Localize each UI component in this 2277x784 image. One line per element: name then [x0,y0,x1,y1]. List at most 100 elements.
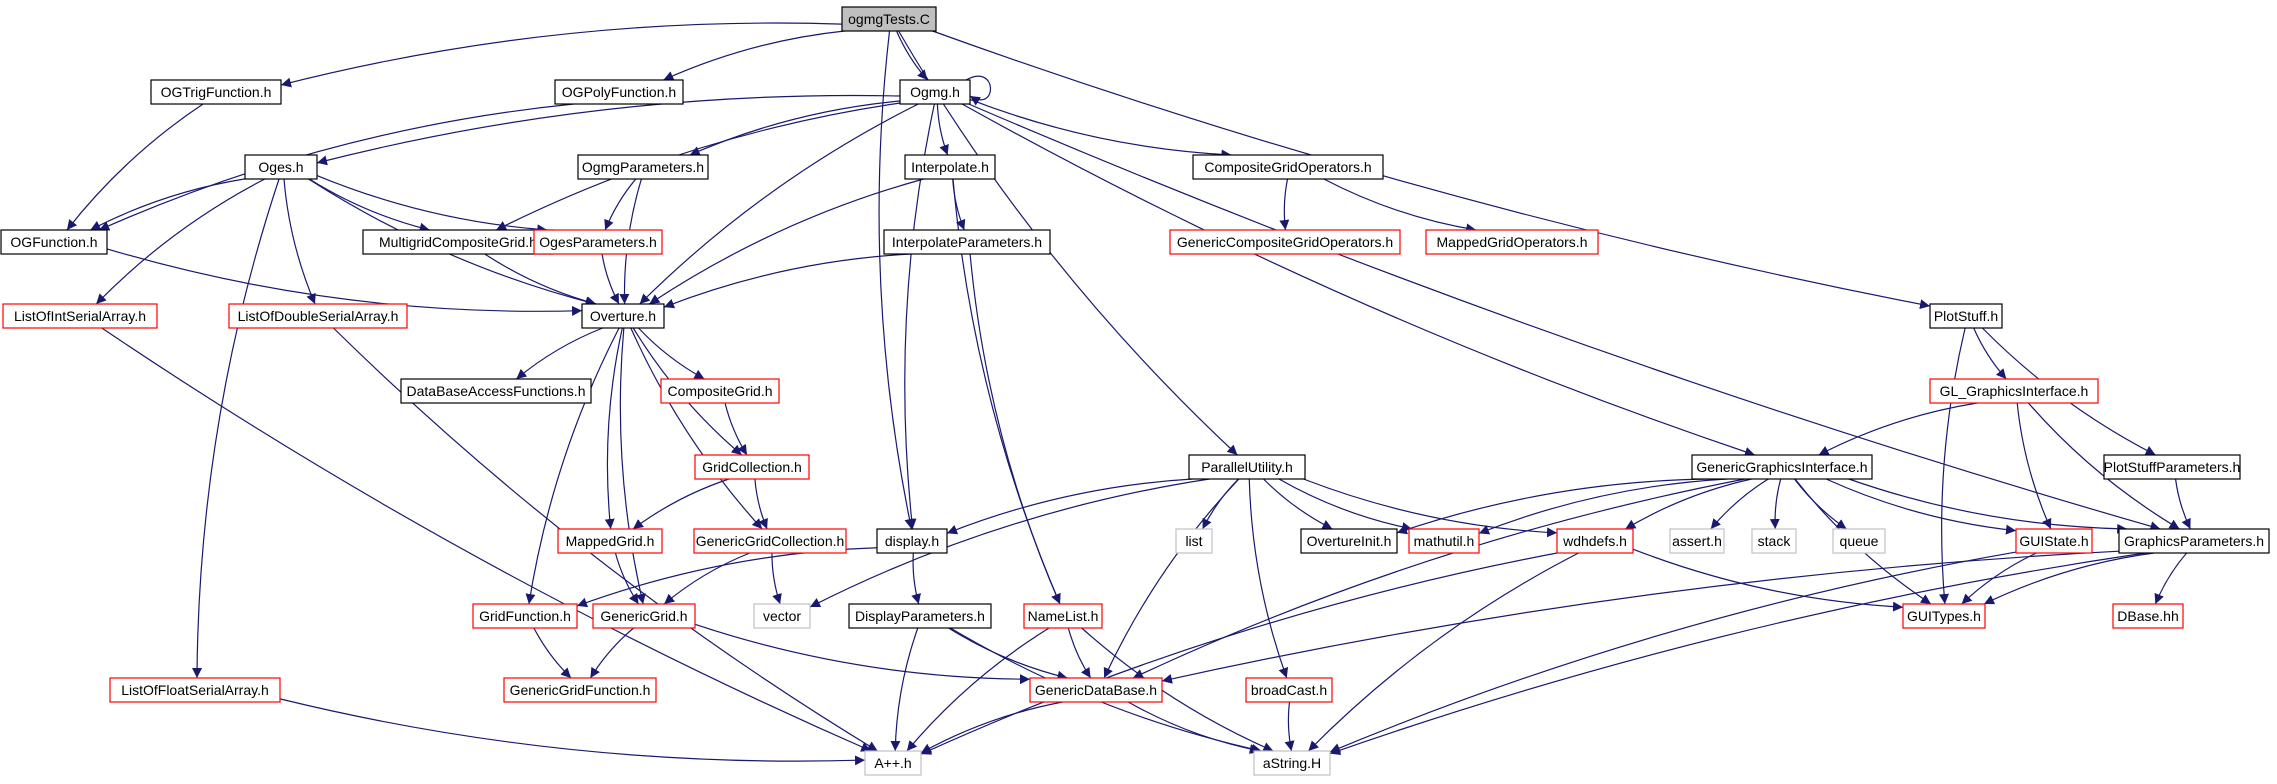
node-label: PlotStuffParameters.h [2104,459,2241,475]
node-Interpolate[interactable]: Interpolate.h [904,154,996,180]
node-GenericCompositeGridOperators[interactable]: GenericCompositeGridOperators.h [1169,229,1401,255]
node-box [2118,528,2270,554]
node-box [904,154,996,180]
node-box [1300,528,1398,554]
edge-ParallelUtility-to-vector [809,478,1210,608]
edge-ListOfIntSerialArray-to-Aplusplus [101,327,872,752]
node-ListOfDoubleSerialArray[interactable]: ListOfDoubleSerialArray.h [228,303,408,329]
node-GL_GraphicsInterface[interactable]: GL_GraphicsInterface.h [1929,378,2099,404]
node-box [1832,528,1886,554]
edge-ParallelUtility-to-display [946,478,1193,535]
node-GenericGraphicsInterface[interactable]: GenericGraphicsInterface.h [1691,454,1873,480]
node-PlotStuff[interactable]: PlotStuff.h [1929,303,2003,329]
node-aString[interactable]: aString.H [1253,750,1331,776]
edge-Ogmg-to-Oges [316,94,901,166]
node-box [472,603,578,629]
node-queue[interactable]: queue [1832,528,1886,554]
node-OGTrigFunction[interactable]: OGTrigFunction.h [150,79,282,105]
node-Ogmg[interactable]: Ogmg.h [899,79,971,105]
node-MultigridCompositeGrid[interactable]: MultigridCompositeGrid.h [362,229,554,255]
node-ListOfIntSerialArray[interactable]: ListOfIntSerialArray.h [2,303,158,329]
node-GenericGridCollection[interactable]: GenericGridCollection.h [693,528,847,554]
node-DBase[interactable]: DBase.hh [2112,603,2184,629]
node-ParallelUtility[interactable]: ParallelUtility.h [1188,454,1306,480]
node-ListOfFloatSerialArray[interactable]: ListOfFloatSerialArray.h [109,677,281,703]
edge-InterpolateParameters-to-Overture [663,253,912,309]
node-display[interactable]: display.h [876,528,948,554]
node-mathutil[interactable]: mathutil.h [1408,528,1480,554]
edge-Overture-to-CompositeGrid [638,327,705,380]
node-label: GL_GraphicsInterface.h [1940,383,2089,399]
edge-Ogmg-to-GraphicsParameters [968,103,2161,532]
node-MappedGrid[interactable]: MappedGrid.h [557,528,663,554]
edge-CompositeGridOperators-to-GenericCompositeGridOperators [1279,178,1290,231]
edge-GUIState-to-aString [1329,551,2017,753]
node-GUIState[interactable]: GUIState.h [2015,528,2093,554]
node-box [592,603,696,629]
edge-GraphicsParameters-to-GenericDataBase [1161,550,2120,684]
node-box [1669,528,1725,554]
node-box [883,229,1051,255]
node-GraphicsParameters[interactable]: GraphicsParameters.h [2118,528,2270,554]
node-box [1023,603,1103,629]
node-wdhdefs[interactable]: wdhdefs.h [1556,528,1634,554]
node-OGPolyFunction[interactable]: OGPolyFunction.h [554,79,684,105]
node-GridCollection[interactable]: GridCollection.h [694,454,810,480]
node-label: Oges.h [258,159,303,175]
node-MappedGridOperators[interactable]: MappedGridOperators.h [1425,229,1599,255]
node-GridFunction[interactable]: GridFunction.h [472,603,578,629]
edge-CompositeGridOperators-to-MappedGridOperators [1323,178,1477,234]
node-OgmgParameters[interactable]: OgmgParameters.h [577,154,709,180]
node-box [1245,677,1333,703]
node-box [1253,750,1331,776]
node-label: Interpolate.h [911,159,989,175]
node-CompositeGrid[interactable]: CompositeGrid.h [660,378,780,404]
node-OgesParameters[interactable]: OgesParameters.h [533,229,663,255]
node-NameList[interactable]: NameList.h [1023,603,1103,629]
node-DisplayParameters[interactable]: DisplayParameters.h [848,603,992,629]
node-GenericDataBase[interactable]: GenericDataBase.h [1029,677,1163,703]
node-Oges[interactable]: Oges.h [244,154,318,180]
node-GenericGrid[interactable]: GenericGrid.h [592,603,696,629]
node-vector[interactable]: vector [753,603,811,629]
node-box [244,154,318,180]
node-label: MultigridCompositeGrid.h [379,234,537,250]
edge-Oges-to-OgesParameters [316,174,548,235]
node-label: ListOfDoubleSerialArray.h [238,308,399,324]
node-label: DisplayParameters.h [855,608,985,624]
edge-ParallelUtility-to-wdhdefs [1303,478,1558,538]
node-CompositeGridOperators[interactable]: CompositeGridOperators.h [1192,154,1384,180]
edge-GenericGraphicsInterface-to-stack [1769,478,1782,530]
node-label: ListOfFloatSerialArray.h [121,682,269,698]
node-OGFunction[interactable]: OGFunction.h [0,229,108,255]
node-InterpolateParameters[interactable]: InterpolateParameters.h [883,229,1051,255]
node-label: ListOfIntSerialArray.h [14,308,146,324]
edge-GL_GraphicsInterface-to-GenericGraphicsInterface [1818,402,1978,456]
edge-GraphicsParameters-to-aString [1329,552,2146,756]
node-GenericGridFunction[interactable]: GenericGridFunction.h [503,677,657,703]
node-assert[interactable]: assert.h [1669,528,1725,554]
node-broadCast[interactable]: broadCast.h [1245,677,1333,703]
node-box [228,303,408,329]
node-ogmgTests[interactable]: ogmgTests.C [841,6,937,32]
edge-GenericGraphicsInterface-to-GenericDataBase [1132,478,1746,679]
node-label: GUITypes.h [1907,608,1981,624]
node-list[interactable]: list [1175,528,1213,554]
node-GUITypes[interactable]: GUITypes.h [1902,603,1986,629]
node-box [1192,154,1384,180]
node-DataBaseAccessFunctions[interactable]: DataBaseAccessFunctions.h [400,378,592,404]
edge-NameList-to-aString [1081,627,1274,752]
edge-ogmgTests-to-OGTrigFunction [280,22,843,88]
node-stack[interactable]: stack [1751,528,1797,554]
node-Overture[interactable]: Overture.h [581,303,665,329]
node-Aplusplus[interactable]: A++.h [864,750,922,776]
edge-Ogmg-to-Overture [639,103,919,305]
node-label: wdhdefs.h [1562,533,1627,549]
node-label: OgesParameters.h [539,234,657,250]
node-PlotStuffParameters[interactable]: PlotStuffParameters.h [2103,454,2241,480]
node-box [1902,603,1986,629]
node-OvertureInit[interactable]: OvertureInit.h [1300,528,1398,554]
node-label: list [1185,533,1202,549]
edge-OGTrigFunction-to-OGFunction [66,103,204,231]
